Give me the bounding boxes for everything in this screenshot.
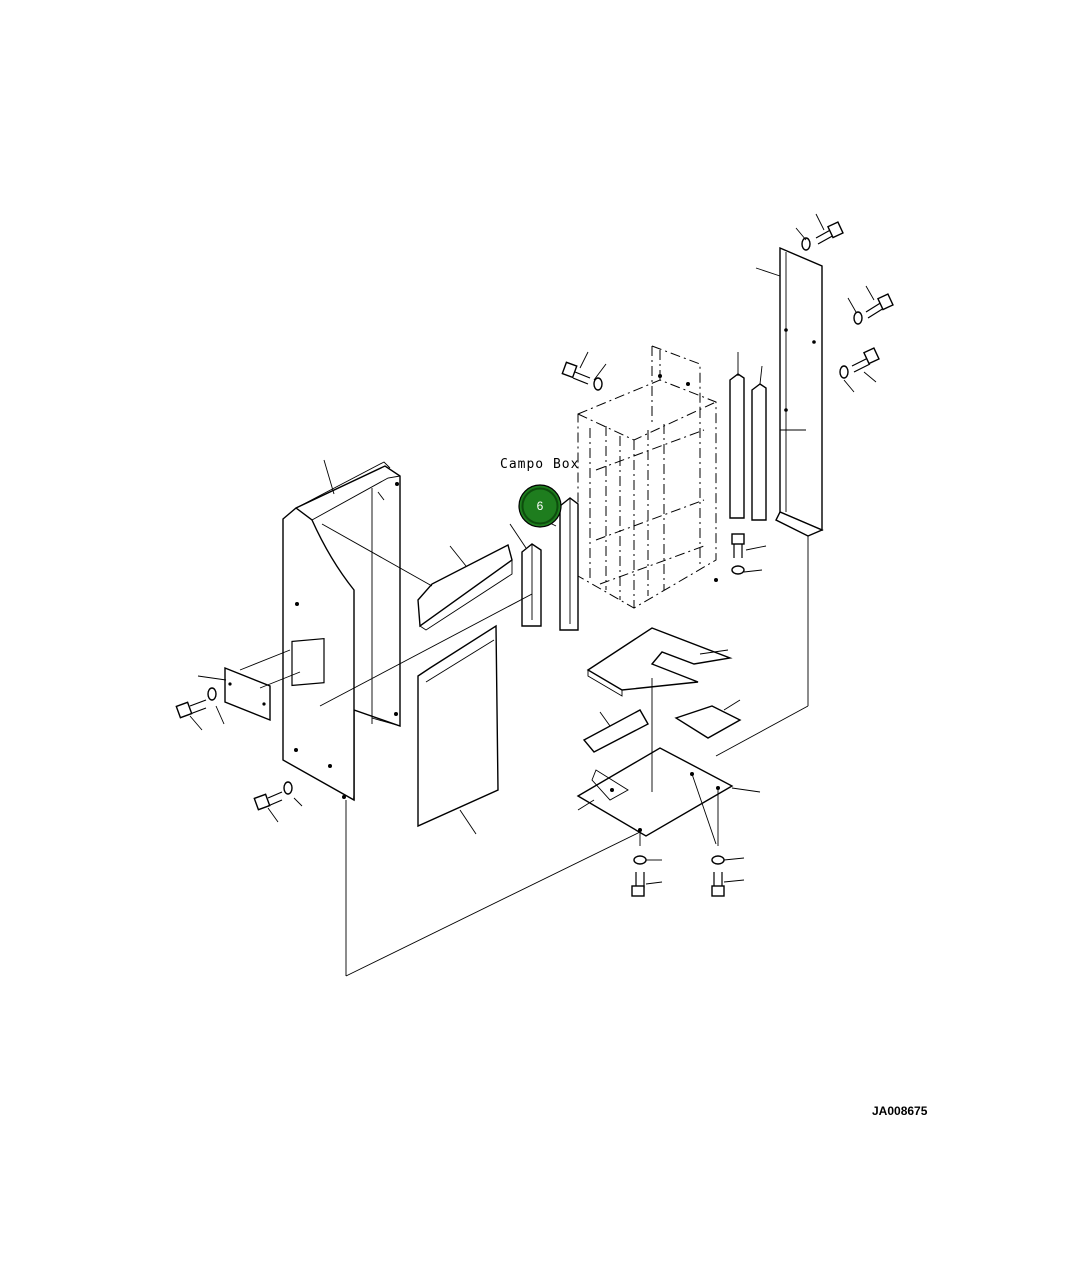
left-side-cover <box>282 461 401 802</box>
frame-box <box>577 345 718 609</box>
small-cover-plate <box>224 666 271 722</box>
bolt-frame-top-left <box>561 361 603 391</box>
bolt-right-2 <box>853 293 894 325</box>
bolt-bottom-left <box>631 855 647 897</box>
callout-number: 6 <box>537 499 544 513</box>
bracket-left <box>582 709 649 753</box>
bracket-right <box>674 705 742 739</box>
bolt-bottom-right <box>711 855 725 897</box>
callout-circle[interactable] <box>518 484 562 528</box>
drawing-code: JA008675 <box>872 1104 928 1118</box>
leader-lines <box>189 213 877 885</box>
assembly-lines <box>239 429 809 977</box>
foam-strip-right-a <box>729 373 745 519</box>
bolt-right-3 <box>839 347 880 379</box>
large-sound-pad <box>417 624 499 828</box>
foam-strip-long <box>559 497 579 631</box>
callout-ring <box>521 487 559 525</box>
foam-strip-short <box>521 543 542 627</box>
frame-label: Campo Box <box>500 457 579 472</box>
bottom-plate <box>576 747 734 837</box>
callout-6[interactable]: 6 <box>518 484 562 528</box>
foam-strip-right-b <box>751 383 767 521</box>
bolt-frame-side <box>731 533 745 575</box>
bolt-right-1 <box>801 221 844 251</box>
angled-cushion <box>417 543 513 631</box>
notched-pad <box>586 627 733 697</box>
bolt-left-upper <box>175 687 217 719</box>
bolt-left-lower <box>253 781 293 811</box>
right-cover-panel <box>775 246 824 537</box>
